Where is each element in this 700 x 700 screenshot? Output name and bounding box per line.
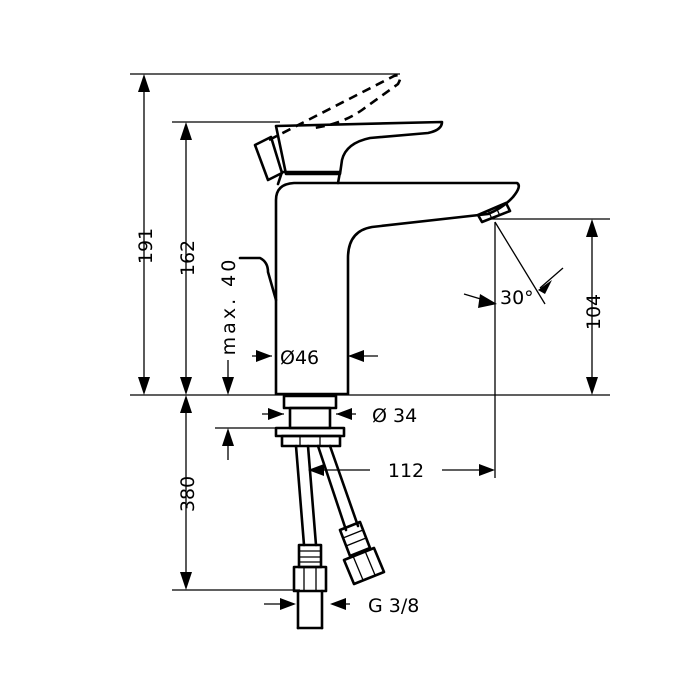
dimension-g38	[264, 598, 350, 610]
label-max40: max. 40	[218, 257, 240, 356]
extension-lines	[130, 73, 610, 591]
dimension-max40	[222, 360, 234, 395]
dimension-30deg	[463, 221, 564, 308]
dimension-112	[308, 464, 495, 476]
mounting-hardware	[274, 394, 346, 448]
dimension-191	[138, 74, 150, 395]
dimension-162	[180, 122, 192, 395]
dimension-shank-offset	[222, 428, 234, 460]
supply-hose-left	[292, 444, 328, 630]
label-104: 104	[583, 294, 605, 330]
label-112: 112	[388, 460, 424, 482]
label-162: 162	[177, 240, 199, 276]
dimension-380	[180, 395, 192, 590]
label-30deg: 30°	[500, 287, 534, 309]
label-380: 380	[177, 476, 199, 512]
supply-hose-right	[316, 444, 386, 586]
label-34: Ø 34	[372, 405, 417, 427]
dimension-46	[252, 350, 378, 362]
label-191: 191	[135, 228, 157, 264]
label-g38: G 3/8	[368, 595, 419, 617]
dimension-104	[586, 219, 598, 395]
faucet-body	[238, 74, 521, 396]
aerator	[476, 201, 512, 224]
label-46: Ø46	[280, 347, 319, 369]
dimension-34	[262, 408, 356, 420]
